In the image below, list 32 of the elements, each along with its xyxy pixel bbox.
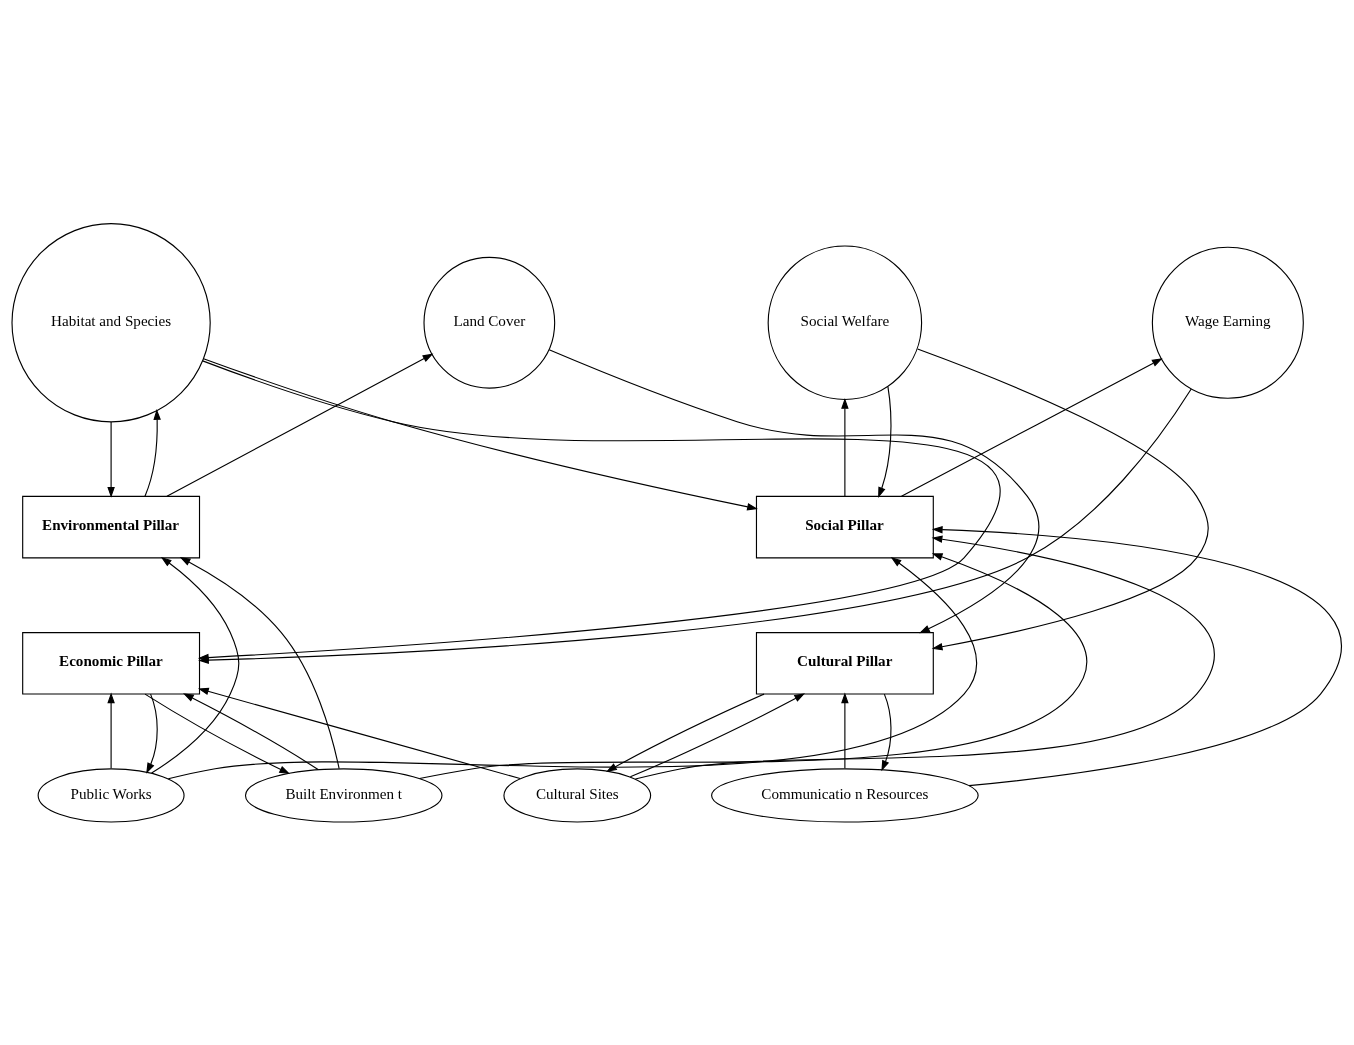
node-box: Cultural Pillar <box>755 631 934 695</box>
node-box: Economic Pillar <box>22 631 201 695</box>
arrow <box>629 692 806 777</box>
arrow <box>841 397 849 497</box>
arrow <box>634 535 1215 780</box>
arrow <box>179 556 340 769</box>
arrow <box>606 693 765 772</box>
arrow <box>167 556 978 779</box>
arrow <box>931 525 1342 786</box>
arrow <box>151 556 240 774</box>
arrow <box>878 385 892 498</box>
node-box: Environmental Pillar <box>22 495 201 558</box>
arrow <box>548 348 1040 633</box>
node-circle: Social Welfare <box>767 244 923 400</box>
arrow <box>107 691 115 769</box>
arrow <box>183 692 319 770</box>
node-ellipse: Communicatio n Resources <box>711 767 979 823</box>
arrow <box>146 693 158 774</box>
node-box: Social Pillar <box>755 495 934 558</box>
arrow <box>900 357 1163 497</box>
arrow <box>107 420 115 498</box>
arrow <box>917 347 1209 650</box>
arrow <box>144 693 291 774</box>
arrow <box>197 687 521 779</box>
arrow <box>841 691 849 769</box>
node-ellipse: Cultural Sites <box>503 767 652 823</box>
arrow <box>166 353 434 497</box>
node-ellipse: Public Works <box>37 767 185 823</box>
arrow <box>881 693 892 771</box>
arrow <box>419 552 1088 779</box>
arrow <box>203 357 758 510</box>
arrow <box>144 408 161 497</box>
